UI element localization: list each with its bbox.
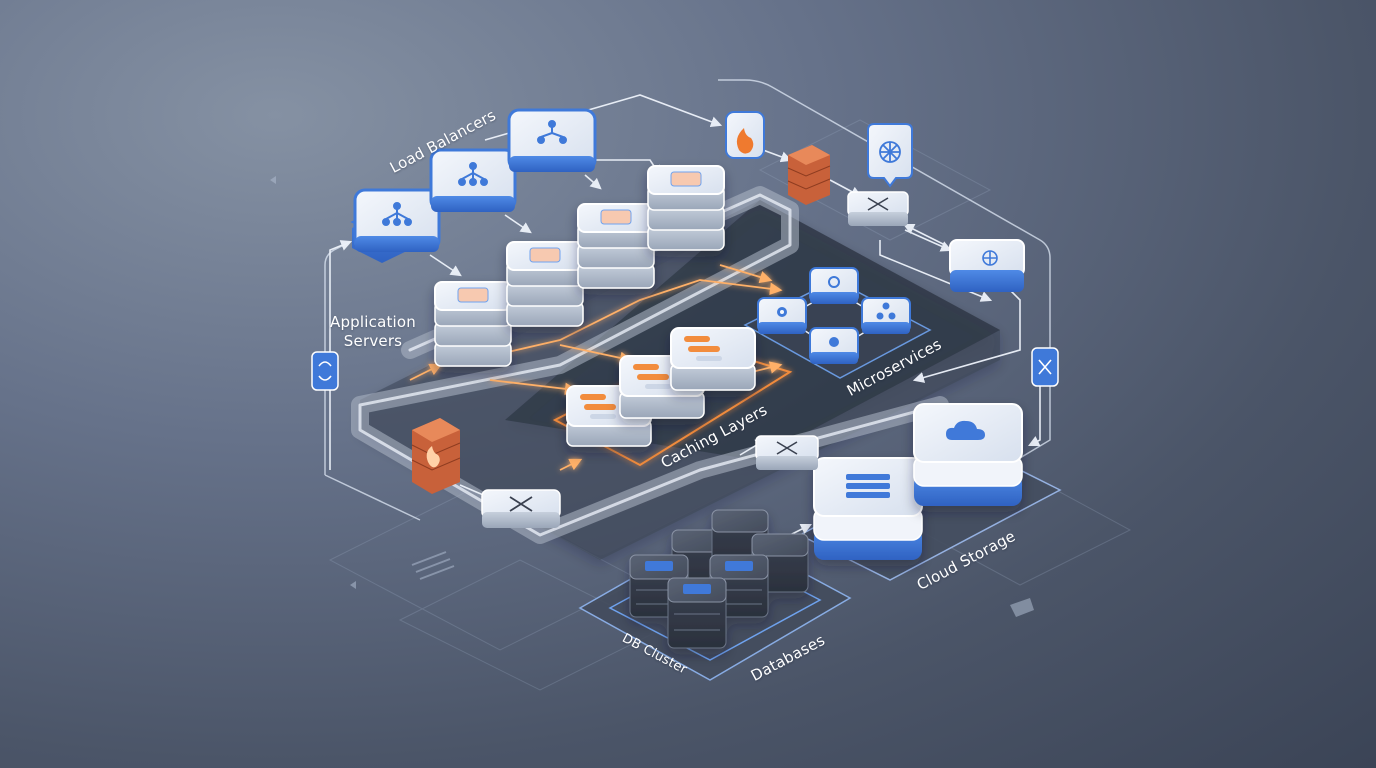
label-application-line1: Application [330, 313, 417, 331]
label-application-servers: Application Servers [330, 313, 416, 351]
microservice-node-left [757, 297, 807, 334]
gear-icon [777, 307, 787, 317]
flow-arrows [329, 94, 1041, 541]
app-server-stack-3 [577, 203, 655, 289]
app-server-stack-1 [434, 281, 512, 367]
fire-badge [725, 111, 765, 159]
storage-bars-icon [846, 474, 890, 498]
label-application-line2: Servers [343, 332, 403, 350]
track-upper [351, 186, 949, 544]
kubernetes-node [949, 239, 1025, 292]
switch-bottom [481, 489, 561, 528]
kubernetes-icon [982, 250, 998, 266]
network-hub-icon [382, 202, 412, 226]
storage-unit-1 [813, 457, 923, 560]
switch-arrows-icon [509, 496, 533, 512]
fire-icon [426, 446, 440, 468]
sync-icon [828, 276, 840, 288]
network-hub-icon [537, 120, 567, 144]
app-server-stack-2 [506, 241, 584, 327]
load-balancer-2 [429, 148, 517, 212]
decor-specks [270, 176, 1034, 617]
sync-badge-right [1031, 347, 1059, 387]
app-server-stack-4 [647, 165, 725, 251]
network-hub-icon [876, 302, 896, 320]
load-balancer-3 [507, 108, 597, 172]
microservice-node-right [861, 297, 911, 334]
switch-middle [755, 435, 819, 470]
db-node-front-3 [667, 577, 727, 649]
kubernetes-badge [867, 123, 913, 188]
network-hub-icon [458, 162, 488, 186]
outer-boundary [324, 79, 1051, 521]
kubernetes-icon [879, 141, 901, 163]
cache-server-3 [670, 327, 756, 391]
cache-server-2 [619, 355, 705, 419]
sync-icon [829, 337, 839, 347]
sync-badge-left [311, 351, 339, 391]
firewall-right [787, 145, 831, 205]
switch-arrows-icon [1038, 359, 1052, 375]
db-cluster [629, 509, 809, 649]
microservice-node-bottom [809, 327, 859, 364]
switch-arrows-icon [867, 197, 889, 211]
microservice-node-top [809, 267, 859, 304]
storage-unit-2 [913, 403, 1023, 506]
switch-top [847, 191, 909, 226]
fire-icon [736, 128, 754, 154]
db-node-back-2 [711, 509, 769, 569]
switch-arrows-icon [776, 441, 798, 455]
cloud-icon [946, 420, 985, 440]
sync-icon [318, 361, 332, 381]
firewall-left [411, 418, 461, 494]
load-balancer-1 [350, 188, 442, 263]
